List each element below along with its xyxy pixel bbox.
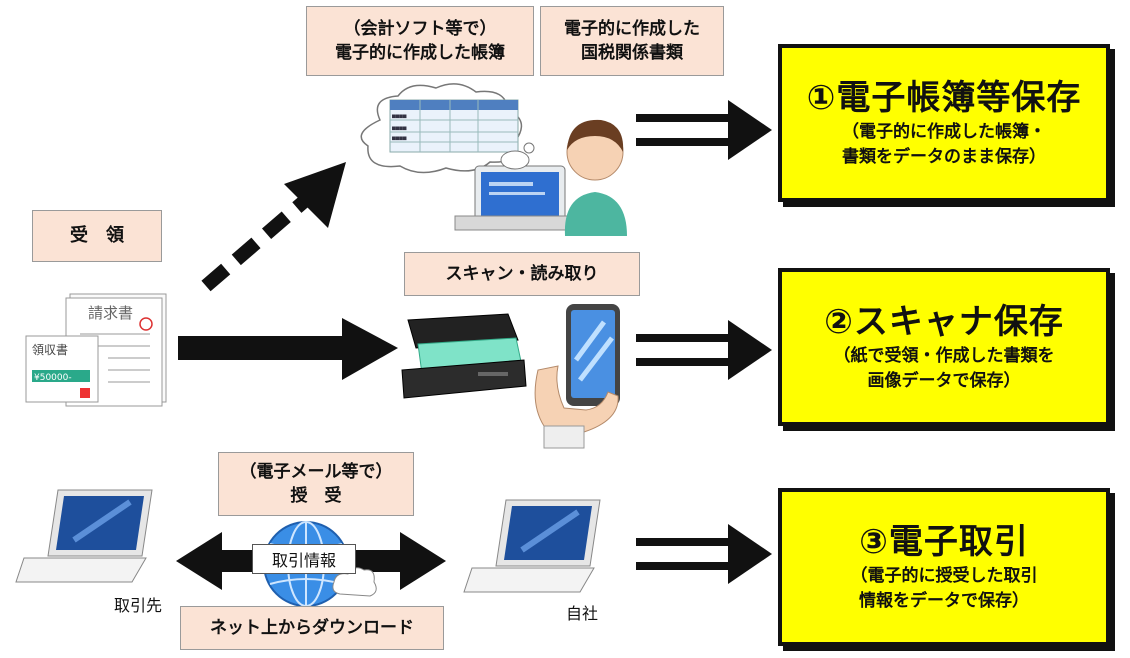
double-arrow-1-icon xyxy=(636,100,772,160)
cloud-ledger-icon: ■■■■ ■■■■ ■■■■ xyxy=(360,83,523,174)
label-software-created-books: （会計ソフト等で） 電子的に作成した帳簿 xyxy=(306,6,534,76)
own-company-laptop-icon xyxy=(463,499,601,593)
invoice-receipt-icon: 請求書 領収書 ¥50000- xyxy=(25,293,167,407)
transaction-info-tag: 取引情報 xyxy=(252,544,356,574)
label-scan-read: スキャン・読み取り xyxy=(404,252,640,296)
category-1-sub1: （電子的に作成した帳簿・ xyxy=(842,122,1046,142)
category-3-sub1: （電子的に授受した取引 xyxy=(850,566,1038,586)
invoice-title: 請求書 xyxy=(88,304,133,322)
dashed-diagonal-arrow-icon xyxy=(201,162,346,292)
receipt-title: 領収書 xyxy=(32,342,68,357)
svg-text:■■■■: ■■■■ xyxy=(392,125,407,132)
label-receive: 受 領 xyxy=(32,210,162,262)
label-net-download: ネット上からダウンロード xyxy=(180,606,444,650)
label-email-line2: 授 受 xyxy=(290,486,342,506)
label-software-line1: （会計ソフト等で） xyxy=(343,19,497,39)
double-arrow-3-icon xyxy=(636,524,772,584)
label-partner: 取引先 xyxy=(114,596,163,615)
label-software-line2: 電子的に作成した帳簿 xyxy=(335,43,505,63)
double-arrow-2-top xyxy=(636,334,732,342)
double-arrow-2-head xyxy=(728,320,772,380)
double-arrow-3-bottom xyxy=(636,562,732,570)
double-arrow-1-bottom xyxy=(636,138,732,146)
label-download-text: ネット上からダウンロード xyxy=(210,618,414,638)
category-2-sub1: （紙で受領・作成した書類を xyxy=(833,346,1055,366)
double-arrow-3-top xyxy=(636,538,732,546)
category-2-title: ②スキャナ保存 xyxy=(824,302,1064,342)
double-arrow-3-head xyxy=(728,524,772,584)
label-electronic-line1: 電子的に作成した xyxy=(564,19,700,39)
label-email-exchange: （電子メール等で） 授 受 xyxy=(218,452,414,516)
solid-arrow-icon xyxy=(178,318,398,380)
label-email-line1: （電子メール等で） xyxy=(239,462,393,482)
label-electronic-tax-docs: 電子的に作成した 国税関係書類 xyxy=(540,6,724,76)
category-2-sub2: 画像データで保存） xyxy=(867,371,1021,391)
double-arrow-1-top xyxy=(636,114,732,122)
label-own-company: 自社 xyxy=(566,604,599,623)
category-electronic-books: ①電子帳簿等保存 （電子的に作成した帳簿・ 書類をデータのまま保存） xyxy=(778,44,1110,202)
cloud-small-icon xyxy=(332,567,377,597)
svg-text:■■■■: ■■■■ xyxy=(392,113,407,120)
transaction-info-text: 取引情報 xyxy=(271,551,336,570)
double-arrow-2-bottom xyxy=(636,358,732,366)
receipt-amount: ¥50000- xyxy=(34,373,72,383)
category-electronic-transaction: ③電子取引 （電子的に授受した取引 情報をデータで保存） xyxy=(778,488,1110,646)
partner-laptop-icon xyxy=(15,489,153,583)
scanner-icon xyxy=(401,313,527,399)
svg-text:■■■■: ■■■■ xyxy=(392,135,407,142)
label-receive-text: 受 領 xyxy=(70,225,124,246)
category-3-title: ③電子取引 xyxy=(859,522,1029,562)
person-at-computer-icon xyxy=(454,119,627,236)
category-3-sub2: 情報をデータで保存） xyxy=(859,591,1029,611)
label-electronic-line2: 国税関係書類 xyxy=(581,43,683,63)
category-1-sub2: 書類をデータのまま保存） xyxy=(842,147,1046,167)
category-scanner-storage: ②スキャナ保存 （紙で受領・作成した書類を 画像データで保存） xyxy=(778,268,1110,426)
double-arrow-2-icon xyxy=(636,320,772,380)
category-1-title: ①電子帳簿等保存 xyxy=(806,78,1082,118)
double-arrow-1-head xyxy=(728,100,772,160)
smartphone-hand-icon xyxy=(534,304,620,449)
label-scan-text: スキャン・読み取り xyxy=(445,264,599,284)
